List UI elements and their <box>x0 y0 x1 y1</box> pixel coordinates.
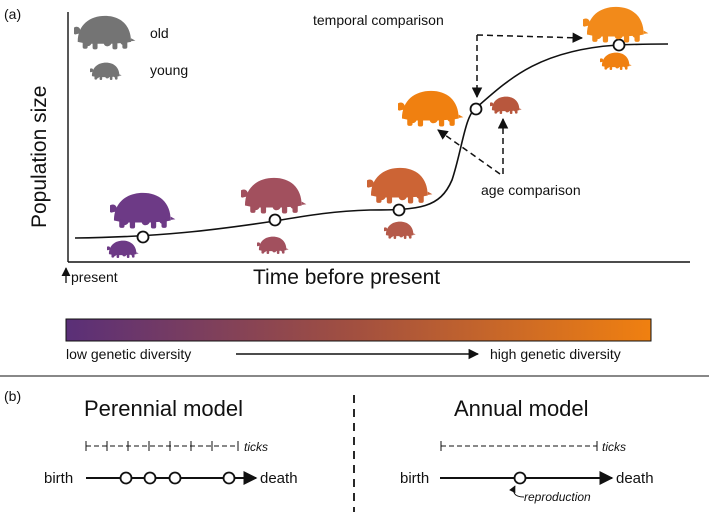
perennial-reproduction-event-4 <box>222 471 236 485</box>
genetic-diversity-gradient-bar <box>65 318 652 342</box>
perennial-reproduction-event-2 <box>143 471 157 485</box>
old-tortoise-icon-3 <box>367 167 433 204</box>
old-tortoise-icon-5 <box>583 6 649 43</box>
sample-point-3 <box>392 203 406 217</box>
perennial-ticks-label: ticks <box>244 440 268 454</box>
legend-old-tortoise-icon <box>74 15 136 50</box>
young-tortoise-icon-5 <box>600 52 632 70</box>
perennial-death-label: death <box>260 470 298 487</box>
old-tortoise-icon-2 <box>241 177 307 214</box>
young-tortoise-icon-2 <box>257 236 289 254</box>
low-diversity-label: low genetic diversity <box>66 346 191 362</box>
legend-young-label: young <box>150 62 188 78</box>
annual-reproduction-event <box>513 471 527 485</box>
old-tortoise-icon-1 <box>110 192 176 229</box>
young-tortoise-icon-4 <box>490 96 522 114</box>
old-tortoise-icon-4 <box>398 90 464 127</box>
age-comparison-label: age comparison <box>481 182 581 198</box>
age-arrow-left <box>437 129 501 175</box>
perennial-reproduction-event-1 <box>119 471 133 485</box>
young-tortoise-icon-3 <box>384 221 416 239</box>
high-diversity-label: high genetic diversity <box>490 346 621 362</box>
sample-point-5 <box>612 38 626 52</box>
x-axis-label: Time before present <box>253 266 440 289</box>
temporal-arrow-right <box>476 32 584 43</box>
perennial-birth-label: birth <box>44 470 73 487</box>
sample-point-1 <box>136 230 150 244</box>
perennial-reproduction-event-3 <box>168 471 182 485</box>
annual-ticks-label: ticks <box>602 440 626 454</box>
panel-b-label: (b) <box>4 388 21 404</box>
annual-birth-label: birth <box>400 470 429 487</box>
present-label: present <box>71 269 118 285</box>
sample-point-4 <box>469 102 483 116</box>
panel-a-label: (a) <box>4 6 21 22</box>
population-curve <box>74 43 669 239</box>
sample-point-2 <box>268 213 282 227</box>
perennial-ticks-timeline <box>85 441 239 451</box>
annual-death-label: death <box>616 470 654 487</box>
y-axis-label: Population size <box>28 86 51 228</box>
reproduction-pointer-arrow <box>509 485 525 498</box>
reproduction-label: reproduction <box>524 490 591 504</box>
annual-ticks-timeline <box>440 441 598 451</box>
legend-old-label: old <box>150 25 169 41</box>
annual-model-title: Annual model <box>454 396 589 421</box>
young-tortoise-icon-1 <box>107 240 139 258</box>
temporal-comparison-label: temporal comparison <box>313 12 444 28</box>
perennial-model-title: Perennial model <box>84 396 243 421</box>
legend-young-tortoise-icon <box>90 62 122 80</box>
